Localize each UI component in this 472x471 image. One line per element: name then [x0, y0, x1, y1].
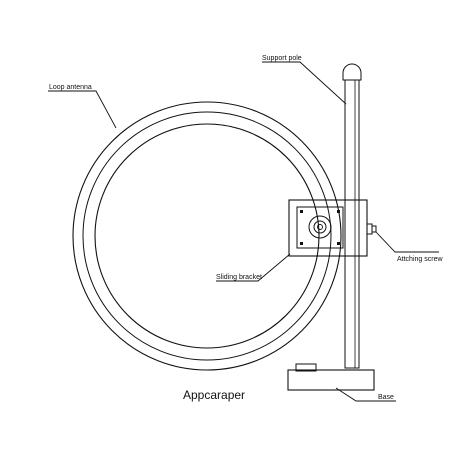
- bracket-bolt-tr: [337, 210, 340, 213]
- sliding-bracket: [288, 199, 368, 257]
- figure-caption: Appcaraper: [183, 388, 245, 402]
- leader-attaching-screw: [375, 231, 439, 253]
- leader-base: [335, 387, 396, 402]
- label-support-pole: Support pole: [262, 55, 302, 62]
- base-block: [287, 369, 375, 391]
- support-pole: [342, 63, 362, 369]
- base: [287, 363, 375, 391]
- loop-middle-ring: [82, 111, 332, 361]
- bracket-bolt-bl: [300, 242, 303, 245]
- label-sliding-bracket: Sliding bracket: [216, 274, 262, 281]
- label-base: Base: [378, 394, 394, 401]
- leader-lines: [48, 61, 439, 402]
- label-attaching-screw: Attching screw: [397, 256, 443, 263]
- leader-sliding-bracket: [216, 253, 291, 282]
- bracket-center-hole: [317, 224, 323, 230]
- bracket-plate: [296, 206, 344, 249]
- base-riser: [295, 363, 317, 372]
- loop-outer-ring: [72, 101, 342, 371]
- bracket-outer-circle: [308, 215, 332, 239]
- attaching-screw: [366, 223, 377, 235]
- leader-loop-antenna: [48, 90, 117, 129]
- bracket-inner-circle: [313, 220, 327, 234]
- bracket-bolt-br: [337, 242, 340, 245]
- leader-support-pole: [262, 61, 347, 105]
- label-loop-antenna: Loop antenna: [49, 84, 92, 91]
- loop-antenna: [72, 101, 342, 371]
- pole-shaft: [344, 79, 360, 369]
- pole-cap: [342, 63, 362, 81]
- loop-inner-ring: [94, 123, 320, 349]
- bracket-bolt-tl: [300, 210, 303, 213]
